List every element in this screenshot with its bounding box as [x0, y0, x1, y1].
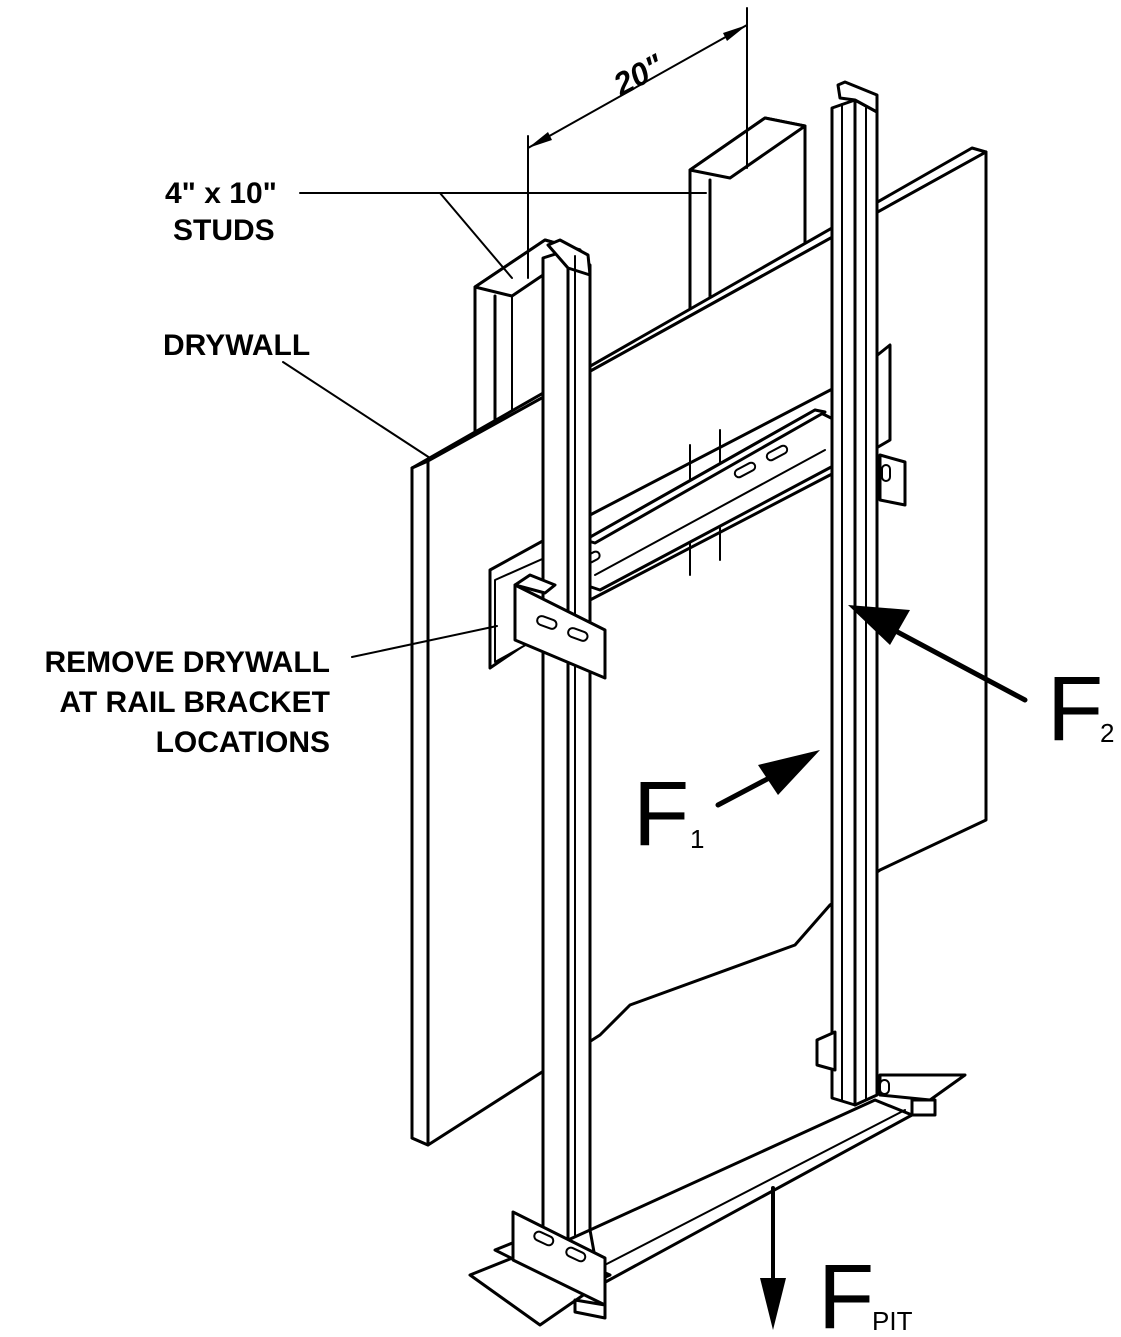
bracket-left-upper [513, 573, 607, 680]
force-arrow-fpit [760, 1186, 786, 1330]
force-arrow-f2 [848, 605, 1028, 703]
force-f2-symbol: F [1047, 658, 1103, 760]
bracket-right-pit [815, 1030, 967, 1117]
force-fpit-symbol: F [818, 1246, 874, 1337]
channel-bracket [583, 408, 837, 592]
force-fpit-subscript: PIT [872, 1306, 913, 1336]
remove-drywall-line1: REMOVE DRYWALL [44, 646, 330, 679]
remove-drywall-line2: AT RAIL BRACKET [59, 686, 330, 719]
force-f1-symbol: F [633, 763, 689, 865]
force-f1-subscript: 1 [690, 824, 704, 854]
bracket-right-upper [878, 453, 907, 507]
drywall-label: DRYWALL [163, 329, 310, 362]
remove-drywall-line3: LOCATIONS [156, 726, 330, 759]
bracket-left-pit [468, 1210, 612, 1327]
force-f2-subscript: 2 [1100, 718, 1114, 748]
studs-label-line2: STUDS [173, 214, 275, 247]
studs-label-line1: 4" x 10" [165, 177, 277, 210]
force-arrow-f1 [715, 750, 820, 808]
rail-right [830, 80, 879, 1107]
dimension-label: 20" [607, 47, 670, 103]
rail-left [541, 238, 592, 1247]
leader-lines [282, 192, 707, 658]
